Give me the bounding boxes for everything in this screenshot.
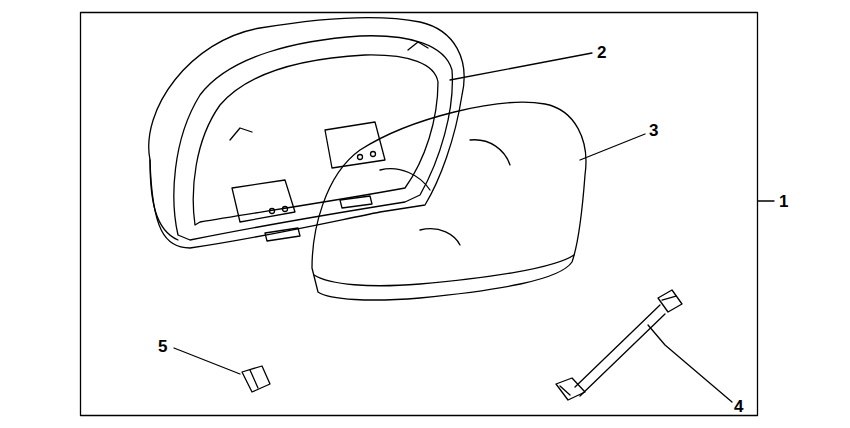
clip bbox=[250, 370, 258, 388]
bolt bbox=[283, 207, 288, 212]
bag-rim bbox=[174, 36, 452, 240]
mount-plate bbox=[325, 122, 385, 168]
hinge bbox=[340, 196, 372, 208]
bag-inner bbox=[193, 55, 438, 225]
callout-number: 1 bbox=[779, 193, 788, 210]
leader-line bbox=[450, 53, 592, 80]
bag-lid bbox=[312, 102, 586, 300]
callout-number: 4 bbox=[734, 398, 743, 415]
leader-line bbox=[580, 134, 645, 160]
bolt bbox=[358, 155, 363, 160]
callout-number: 3 bbox=[649, 122, 658, 139]
lid-contour bbox=[470, 140, 510, 165]
lid-contour bbox=[380, 169, 430, 190]
callout-number: 5 bbox=[158, 338, 167, 355]
bag-shell bbox=[149, 18, 464, 248]
mount-plate bbox=[232, 180, 295, 222]
bag-edge bbox=[150, 160, 178, 240]
leader-line bbox=[174, 348, 240, 374]
kit-frame bbox=[81, 13, 758, 416]
bolt bbox=[270, 209, 275, 214]
buckle bbox=[658, 290, 682, 312]
hook bbox=[230, 128, 252, 140]
buckle bbox=[662, 296, 676, 300]
hinge bbox=[265, 228, 300, 241]
bolt bbox=[371, 152, 376, 157]
lid-contour bbox=[420, 229, 460, 245]
leader-line bbox=[648, 325, 732, 402]
hook bbox=[408, 42, 428, 50]
buckle bbox=[560, 386, 570, 395]
buckle bbox=[556, 378, 585, 400]
leader-line bbox=[758, 200, 774, 201]
callout-number: 2 bbox=[597, 44, 606, 61]
strap bbox=[575, 305, 665, 396]
clip bbox=[242, 366, 270, 392]
lid-edge bbox=[314, 255, 574, 286]
